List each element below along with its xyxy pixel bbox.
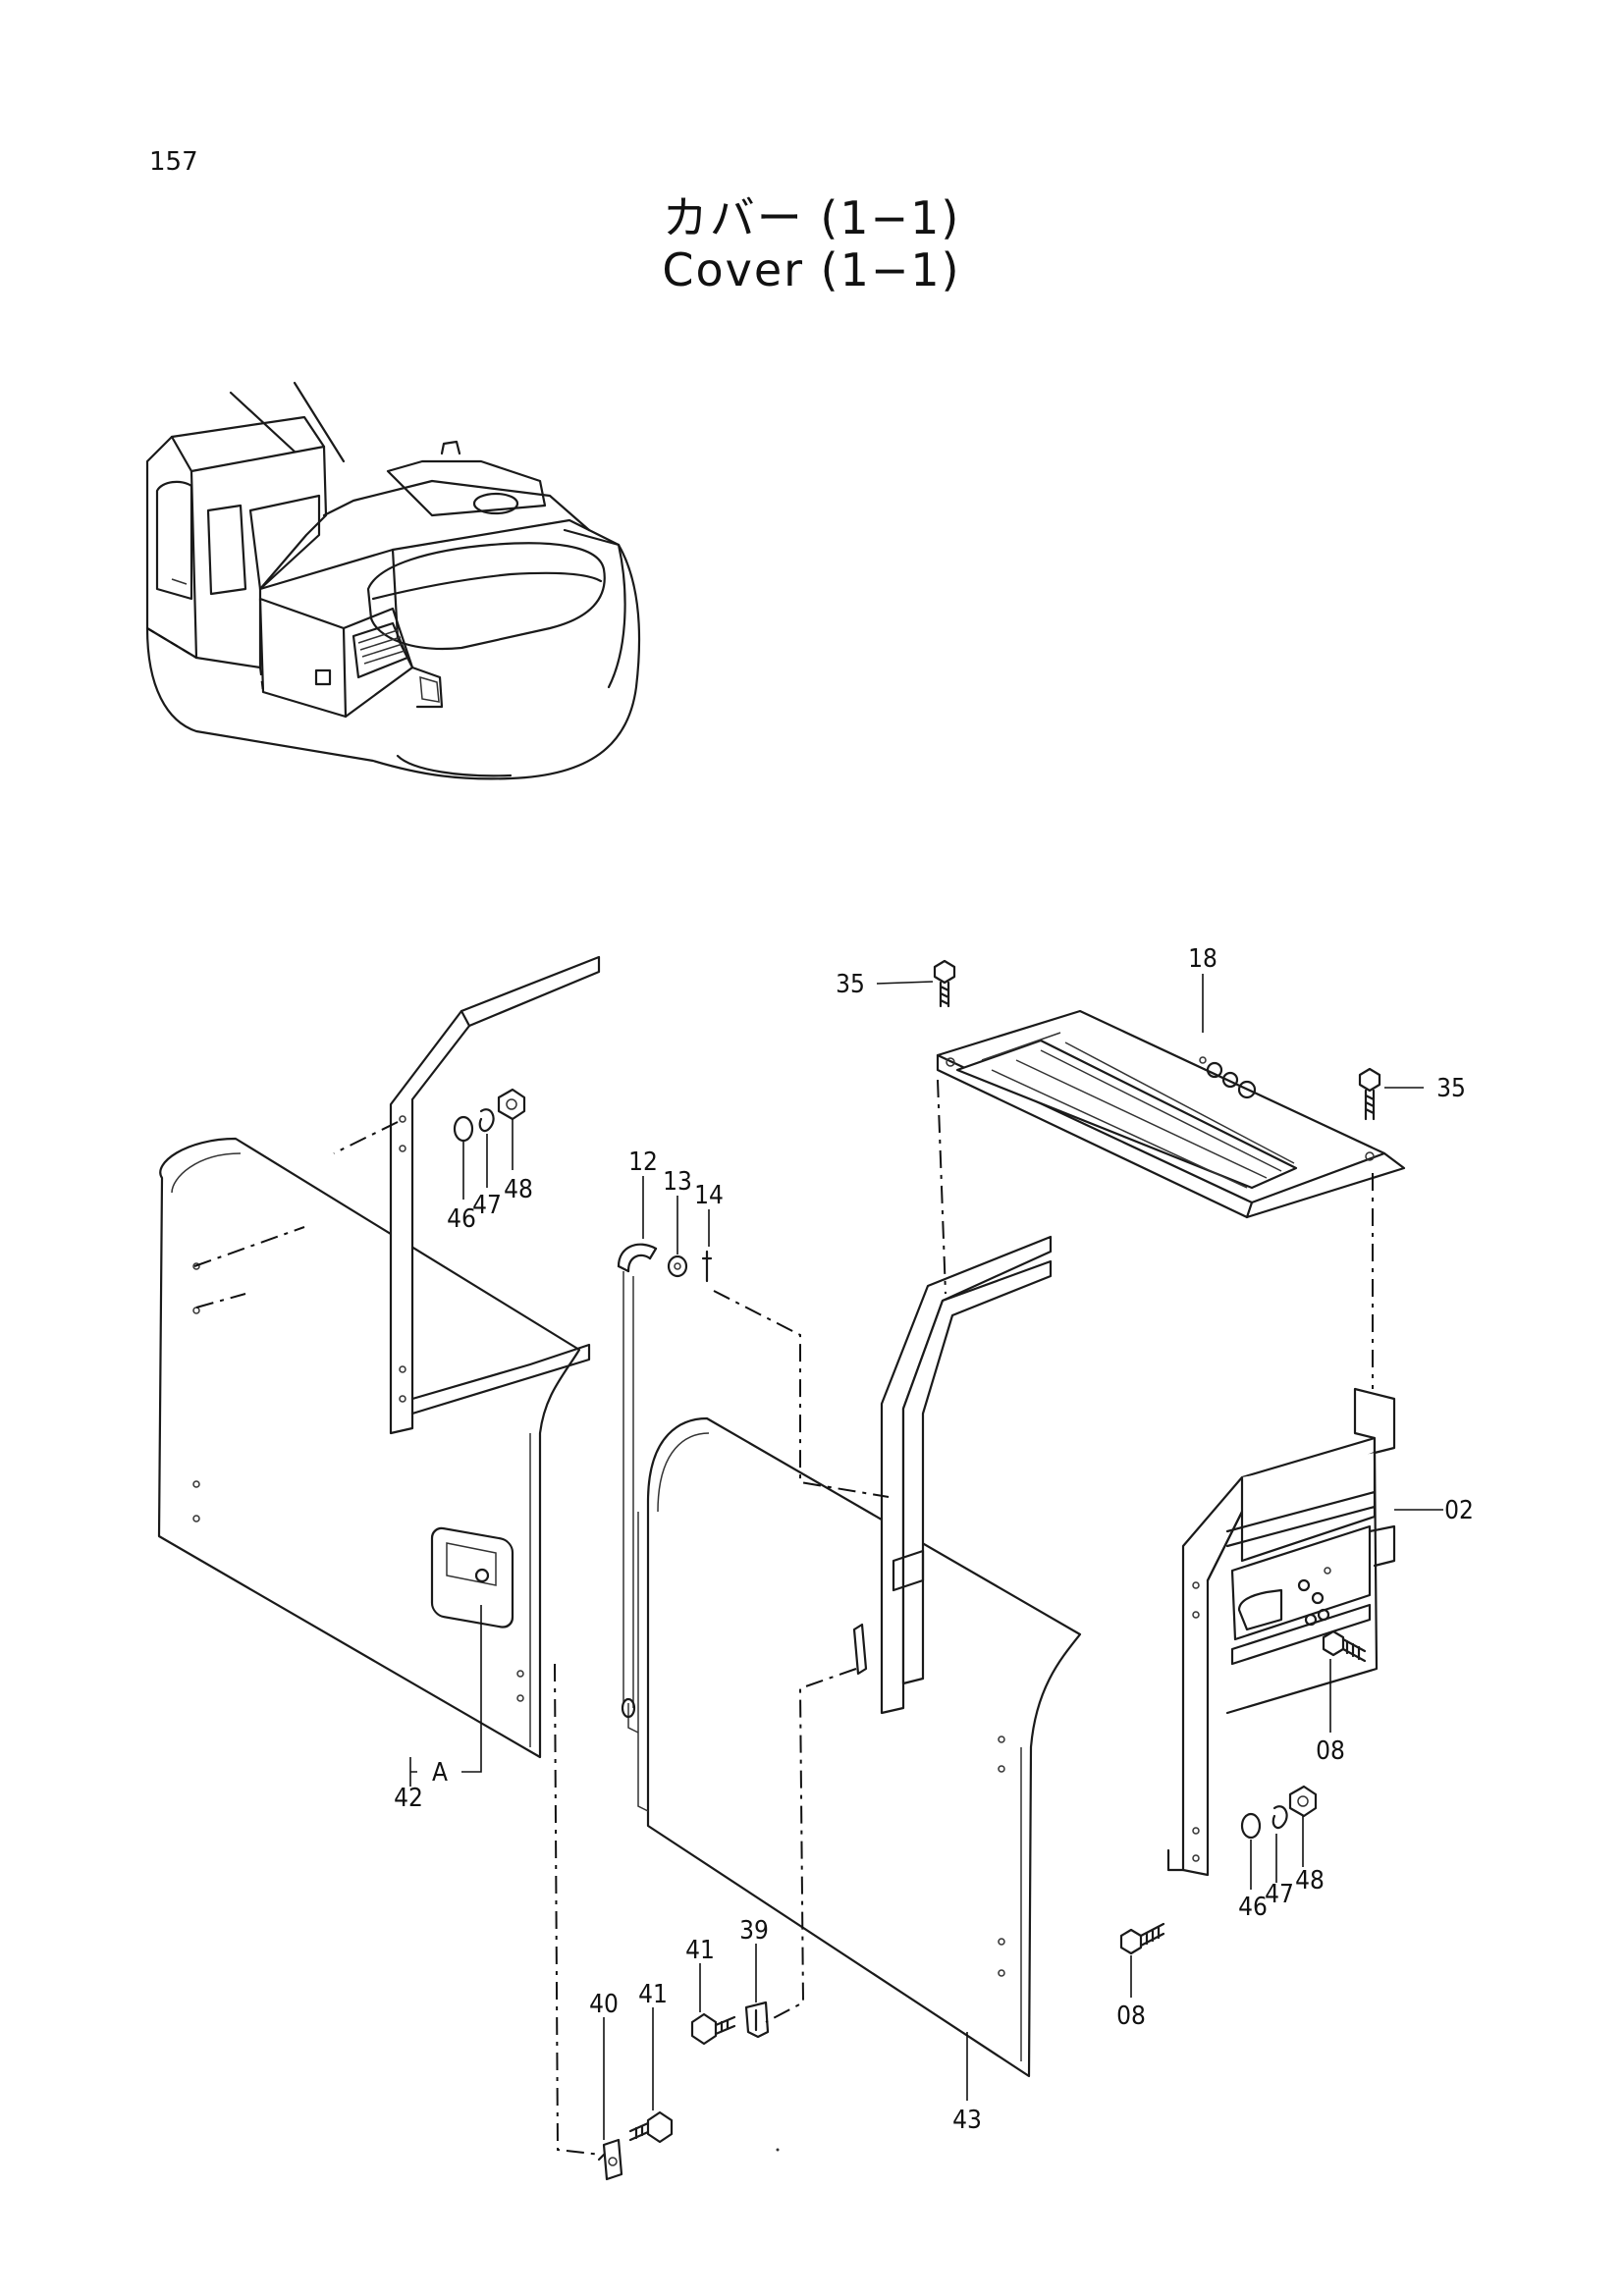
callout-08-lower: 08 (1116, 2002, 1146, 2031)
callout-08-upper: 08 (1316, 1736, 1345, 1766)
page-number: 157 (149, 147, 198, 177)
pin-14 (701, 1250, 713, 1283)
callout-35-right: 35 (1436, 1074, 1466, 1103)
clip-39 (744, 2001, 770, 2039)
callout-42: 42 (394, 1784, 423, 1813)
bolt-41-right (690, 2012, 736, 2046)
callout-40: 40 (589, 1990, 619, 2019)
hose-12 (617, 1243, 658, 1719)
left-frame-post (389, 955, 601, 1435)
bolt-35-right (1358, 1067, 1381, 1121)
leader-lines (409, 974, 1443, 2140)
assembly-dash-lines (193, 1079, 1374, 2156)
bolt-08-upper (1322, 1629, 1367, 1663)
callout-14: 14 (694, 1181, 724, 1210)
left-door-panel-42 (157, 1137, 581, 1759)
callout-47-left: 47 (472, 1191, 502, 1220)
left-fasteners (453, 1088, 526, 1143)
callout-02: 02 (1444, 1496, 1474, 1525)
callout-18: 18 (1188, 944, 1217, 974)
callout-39: 39 (739, 1916, 769, 1946)
callout-48-right: 48 (1295, 1866, 1325, 1896)
callout-48-left: 48 (504, 1175, 533, 1204)
callout-labels: 35 18 35 12 13 14 46 47 48 02 08 42 A 46… (394, 944, 1474, 2135)
callout-46-right: 46 (1238, 1893, 1268, 1922)
right-frame-02 (1166, 1387, 1396, 1877)
page-title-japanese: カバー (1−1) (662, 191, 961, 244)
bolt-41-left (628, 2110, 674, 2144)
callout-12: 12 (628, 1148, 658, 1177)
top-grille-cover-18 (936, 1009, 1406, 1219)
bolt-35-left (933, 959, 956, 1008)
right-fasteners (1240, 1785, 1318, 1840)
callout-47-right: 47 (1265, 1880, 1294, 1909)
callout-13: 13 (663, 1167, 692, 1197)
center-door-panel-43 (627, 1416, 1082, 2078)
washer-13 (667, 1255, 688, 1278)
bolt-08-lower (1119, 1922, 1165, 1955)
callout-46-left: 46 (447, 1204, 476, 1234)
bracket-40 (597, 2138, 623, 2181)
callout-41-right: 41 (685, 1936, 715, 1965)
callout-view-A: A (432, 1758, 448, 1788)
callout-43: 43 (952, 2106, 982, 2135)
center-frame-post (880, 1235, 1053, 1715)
page-title-english: Cover (1−1) (662, 243, 961, 296)
callout-41-left: 41 (638, 1980, 668, 2009)
callout-35-left: 35 (836, 970, 865, 999)
excavator-overview-illustration (145, 381, 641, 780)
